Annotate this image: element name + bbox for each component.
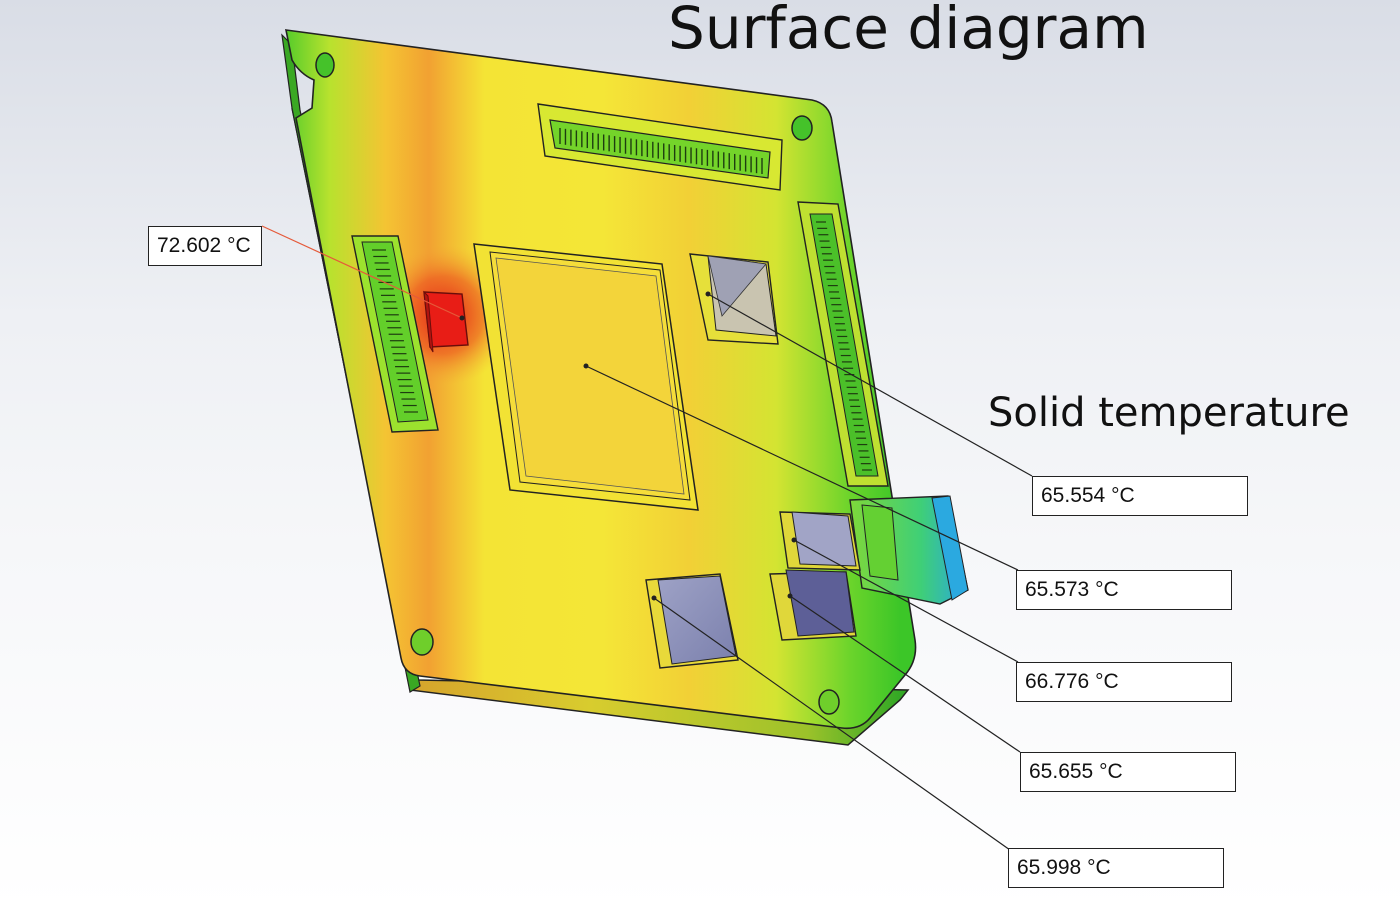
probe-label-connector-hotspot[interactable]: 72.602 °C	[148, 226, 262, 266]
result-type-label: Solid temperature	[988, 390, 1350, 436]
probe-value: 72.602 °C	[157, 234, 251, 257]
probe-points	[459, 291, 797, 601]
mounting-holes	[315, 52, 840, 715]
main-processor-package	[473, 243, 699, 511]
probe-leader-lines	[261, 225, 1033, 851]
probe-label-main-processor[interactable]: 65.573 °C	[1016, 570, 1232, 610]
probe-value: 66.776 °C	[1025, 670, 1119, 693]
top-header-connector	[537, 103, 783, 191]
probe-label-lower-right-chip-1[interactable]: 66.776 °C	[1016, 662, 1232, 702]
probe-value: 65.655 °C	[1029, 760, 1123, 783]
page-title: Surface diagram	[668, 0, 1149, 62]
right-side-connector	[797, 201, 889, 487]
hot-component	[423, 290, 469, 353]
probe-label-right-header-chip[interactable]: 65.554 °C	[1032, 476, 1248, 516]
probe-label-lower-right-chip-2[interactable]: 65.655 °C	[1020, 752, 1236, 792]
side-port	[849, 495, 969, 605]
lower-right-chips	[769, 511, 861, 641]
probe-value: 65.573 °C	[1025, 578, 1119, 601]
probe-value: 65.554 °C	[1041, 484, 1135, 507]
left-side-connector	[351, 235, 439, 433]
probe-label-lower-left-chip[interactable]: 65.998 °C	[1008, 848, 1224, 888]
probe-value: 65.998 °C	[1017, 856, 1111, 879]
